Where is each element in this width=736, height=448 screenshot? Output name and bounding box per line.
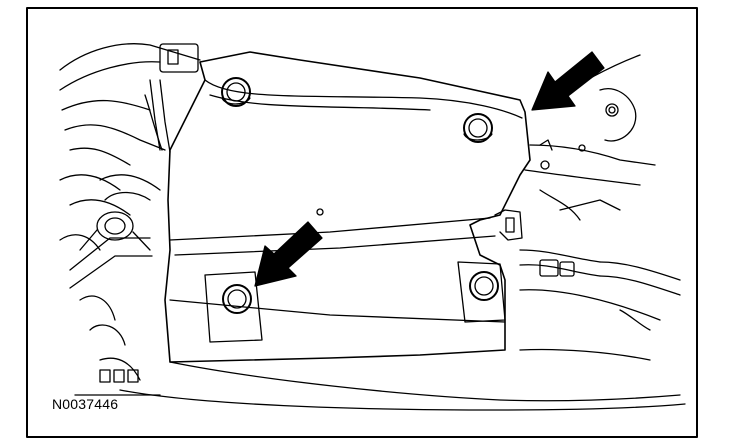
figure-reference-code: N0037446	[50, 396, 121, 412]
arrow-icon-lower	[254, 221, 323, 287]
bolt-upper-left	[221, 77, 251, 107]
bolt-lower-left	[204, 271, 263, 343]
arrow-icon-upper	[531, 51, 605, 111]
heat-shield	[164, 51, 531, 363]
bolt-lower-right	[457, 261, 506, 323]
figure-frame	[26, 7, 698, 438]
callout-arrows	[254, 51, 605, 287]
mounting-bolts	[204, 77, 506, 343]
lower-panel	[119, 361, 686, 411]
bolt-upper-right	[463, 113, 493, 143]
wiring-connector	[144, 43, 199, 153]
right-exhaust-components	[519, 54, 681, 361]
left-engine-components	[59, 43, 201, 396]
